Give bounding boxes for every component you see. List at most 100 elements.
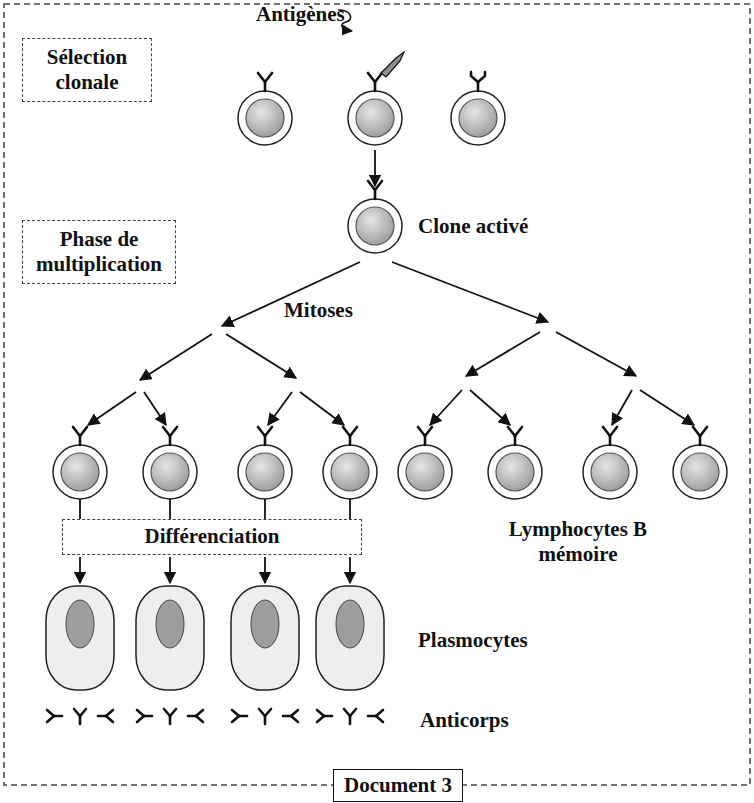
antibody-arm bbox=[232, 710, 239, 716]
receptor-arm bbox=[418, 427, 425, 436]
receptor-symbol bbox=[163, 427, 177, 445]
antigen-label: Antigènes bbox=[256, 2, 345, 27]
cell-nucleus bbox=[331, 453, 369, 491]
antibody-arm bbox=[291, 716, 298, 722]
cell-nucleus bbox=[459, 99, 497, 137]
cell-nucleus bbox=[356, 207, 394, 245]
arrow-line bbox=[349, 557, 351, 583]
cell-nucleus bbox=[151, 453, 189, 491]
dashed-box: Sélection clonale bbox=[22, 38, 152, 102]
plasmocyte-body bbox=[316, 586, 384, 690]
cell-label: Clone activé bbox=[418, 214, 528, 239]
cell-membrane bbox=[398, 445, 452, 499]
antibody-symbol bbox=[368, 710, 383, 722]
arrow-line bbox=[88, 392, 136, 425]
antibody-arm bbox=[80, 709, 86, 716]
process-label: Mitoses bbox=[284, 298, 353, 323]
arrow-line bbox=[169, 499, 171, 519]
receptor-stem bbox=[264, 82, 267, 91]
antibody-symbol bbox=[137, 710, 152, 722]
antigen-symbol bbox=[381, 52, 404, 77]
cell-nucleus bbox=[356, 99, 394, 137]
receptor-symbol bbox=[368, 73, 382, 91]
antibody-arm bbox=[291, 710, 298, 716]
cell-membrane bbox=[53, 445, 107, 499]
arrow-line bbox=[264, 499, 266, 519]
antibody-arm bbox=[344, 709, 350, 716]
antibody-symbol bbox=[344, 709, 356, 724]
arrow-line bbox=[79, 499, 81, 519]
receptor-arm bbox=[610, 427, 617, 436]
plasmocyte bbox=[316, 586, 384, 690]
receptor-stem bbox=[374, 190, 377, 199]
receptor-stem bbox=[79, 436, 82, 445]
antibody-symbol bbox=[98, 710, 113, 722]
lymphocyte-b bbox=[673, 427, 727, 499]
caption-box: Document 3 bbox=[333, 769, 463, 802]
antibody-symbol bbox=[259, 709, 271, 724]
arrow-line bbox=[226, 334, 296, 378]
cell-membrane bbox=[451, 91, 505, 145]
molecule-label: Anticorps bbox=[420, 708, 509, 733]
cell-membrane bbox=[348, 199, 402, 253]
plasmocyte-nucleus bbox=[66, 600, 94, 648]
cell-membrane bbox=[673, 445, 727, 499]
plasmocyte-nucleus bbox=[251, 600, 279, 648]
antibody-arm bbox=[47, 716, 54, 722]
receptor-stem bbox=[264, 436, 267, 445]
antibody-arm bbox=[317, 710, 324, 716]
cell-nucleus bbox=[246, 453, 284, 491]
receptor-arm bbox=[375, 181, 382, 190]
lymphocyte-b bbox=[238, 427, 292, 499]
receptor-symbol bbox=[508, 427, 522, 445]
cell-membrane bbox=[583, 445, 637, 499]
receptor-symbol bbox=[258, 427, 272, 445]
plasmocyte-body bbox=[46, 586, 114, 690]
lymphocyte-b bbox=[348, 73, 402, 145]
cell-membrane bbox=[143, 445, 197, 499]
cell-nucleus bbox=[406, 453, 444, 491]
antibody-arm bbox=[376, 716, 383, 722]
receptor-stem bbox=[169, 436, 172, 445]
receptor-arm bbox=[425, 427, 432, 436]
arrow-line bbox=[79, 557, 81, 583]
receptor-arm bbox=[368, 181, 375, 190]
receptor-arm bbox=[508, 427, 515, 436]
antibody-symbol bbox=[74, 709, 86, 724]
plasmocyte-nucleus bbox=[336, 600, 364, 648]
receptor-symbol bbox=[343, 427, 357, 445]
receptor-arm bbox=[350, 427, 357, 436]
antibody-symbol bbox=[47, 710, 62, 722]
dashed-box: Phase de multiplication bbox=[22, 220, 176, 284]
receptor-stem bbox=[514, 436, 517, 445]
cell-nucleus bbox=[496, 453, 534, 491]
antibody-arm bbox=[259, 709, 265, 716]
arrow-line bbox=[470, 390, 510, 425]
antibody-symbol bbox=[164, 709, 176, 724]
receptor-symbol bbox=[418, 427, 432, 445]
antibody-arm bbox=[106, 710, 113, 716]
lymphocyte-b bbox=[583, 427, 637, 499]
arrow-line bbox=[392, 262, 548, 322]
cell-nucleus bbox=[61, 453, 99, 491]
antibody-arm bbox=[376, 710, 383, 716]
receptor-symbol bbox=[693, 427, 707, 445]
receptor-symbol bbox=[471, 72, 485, 91]
lymphocyte-b bbox=[323, 427, 377, 499]
plasmocyte bbox=[46, 586, 114, 690]
dashed-box: Différenciation bbox=[62, 519, 362, 554]
antibody-arm bbox=[232, 716, 239, 722]
plasmocyte-nucleus bbox=[156, 600, 184, 648]
arrow-line bbox=[140, 334, 212, 380]
outer-frame bbox=[4, 4, 750, 785]
receptor-symbol bbox=[258, 73, 272, 91]
cell-nucleus bbox=[591, 453, 629, 491]
antibody-arm bbox=[74, 709, 80, 716]
receptor-stem bbox=[477, 82, 480, 91]
antibody-symbol bbox=[188, 710, 203, 722]
antibody-arm bbox=[106, 716, 113, 722]
cell-membrane bbox=[488, 445, 542, 499]
antibody-arm bbox=[137, 710, 144, 716]
lymphocyte-b bbox=[488, 427, 542, 499]
